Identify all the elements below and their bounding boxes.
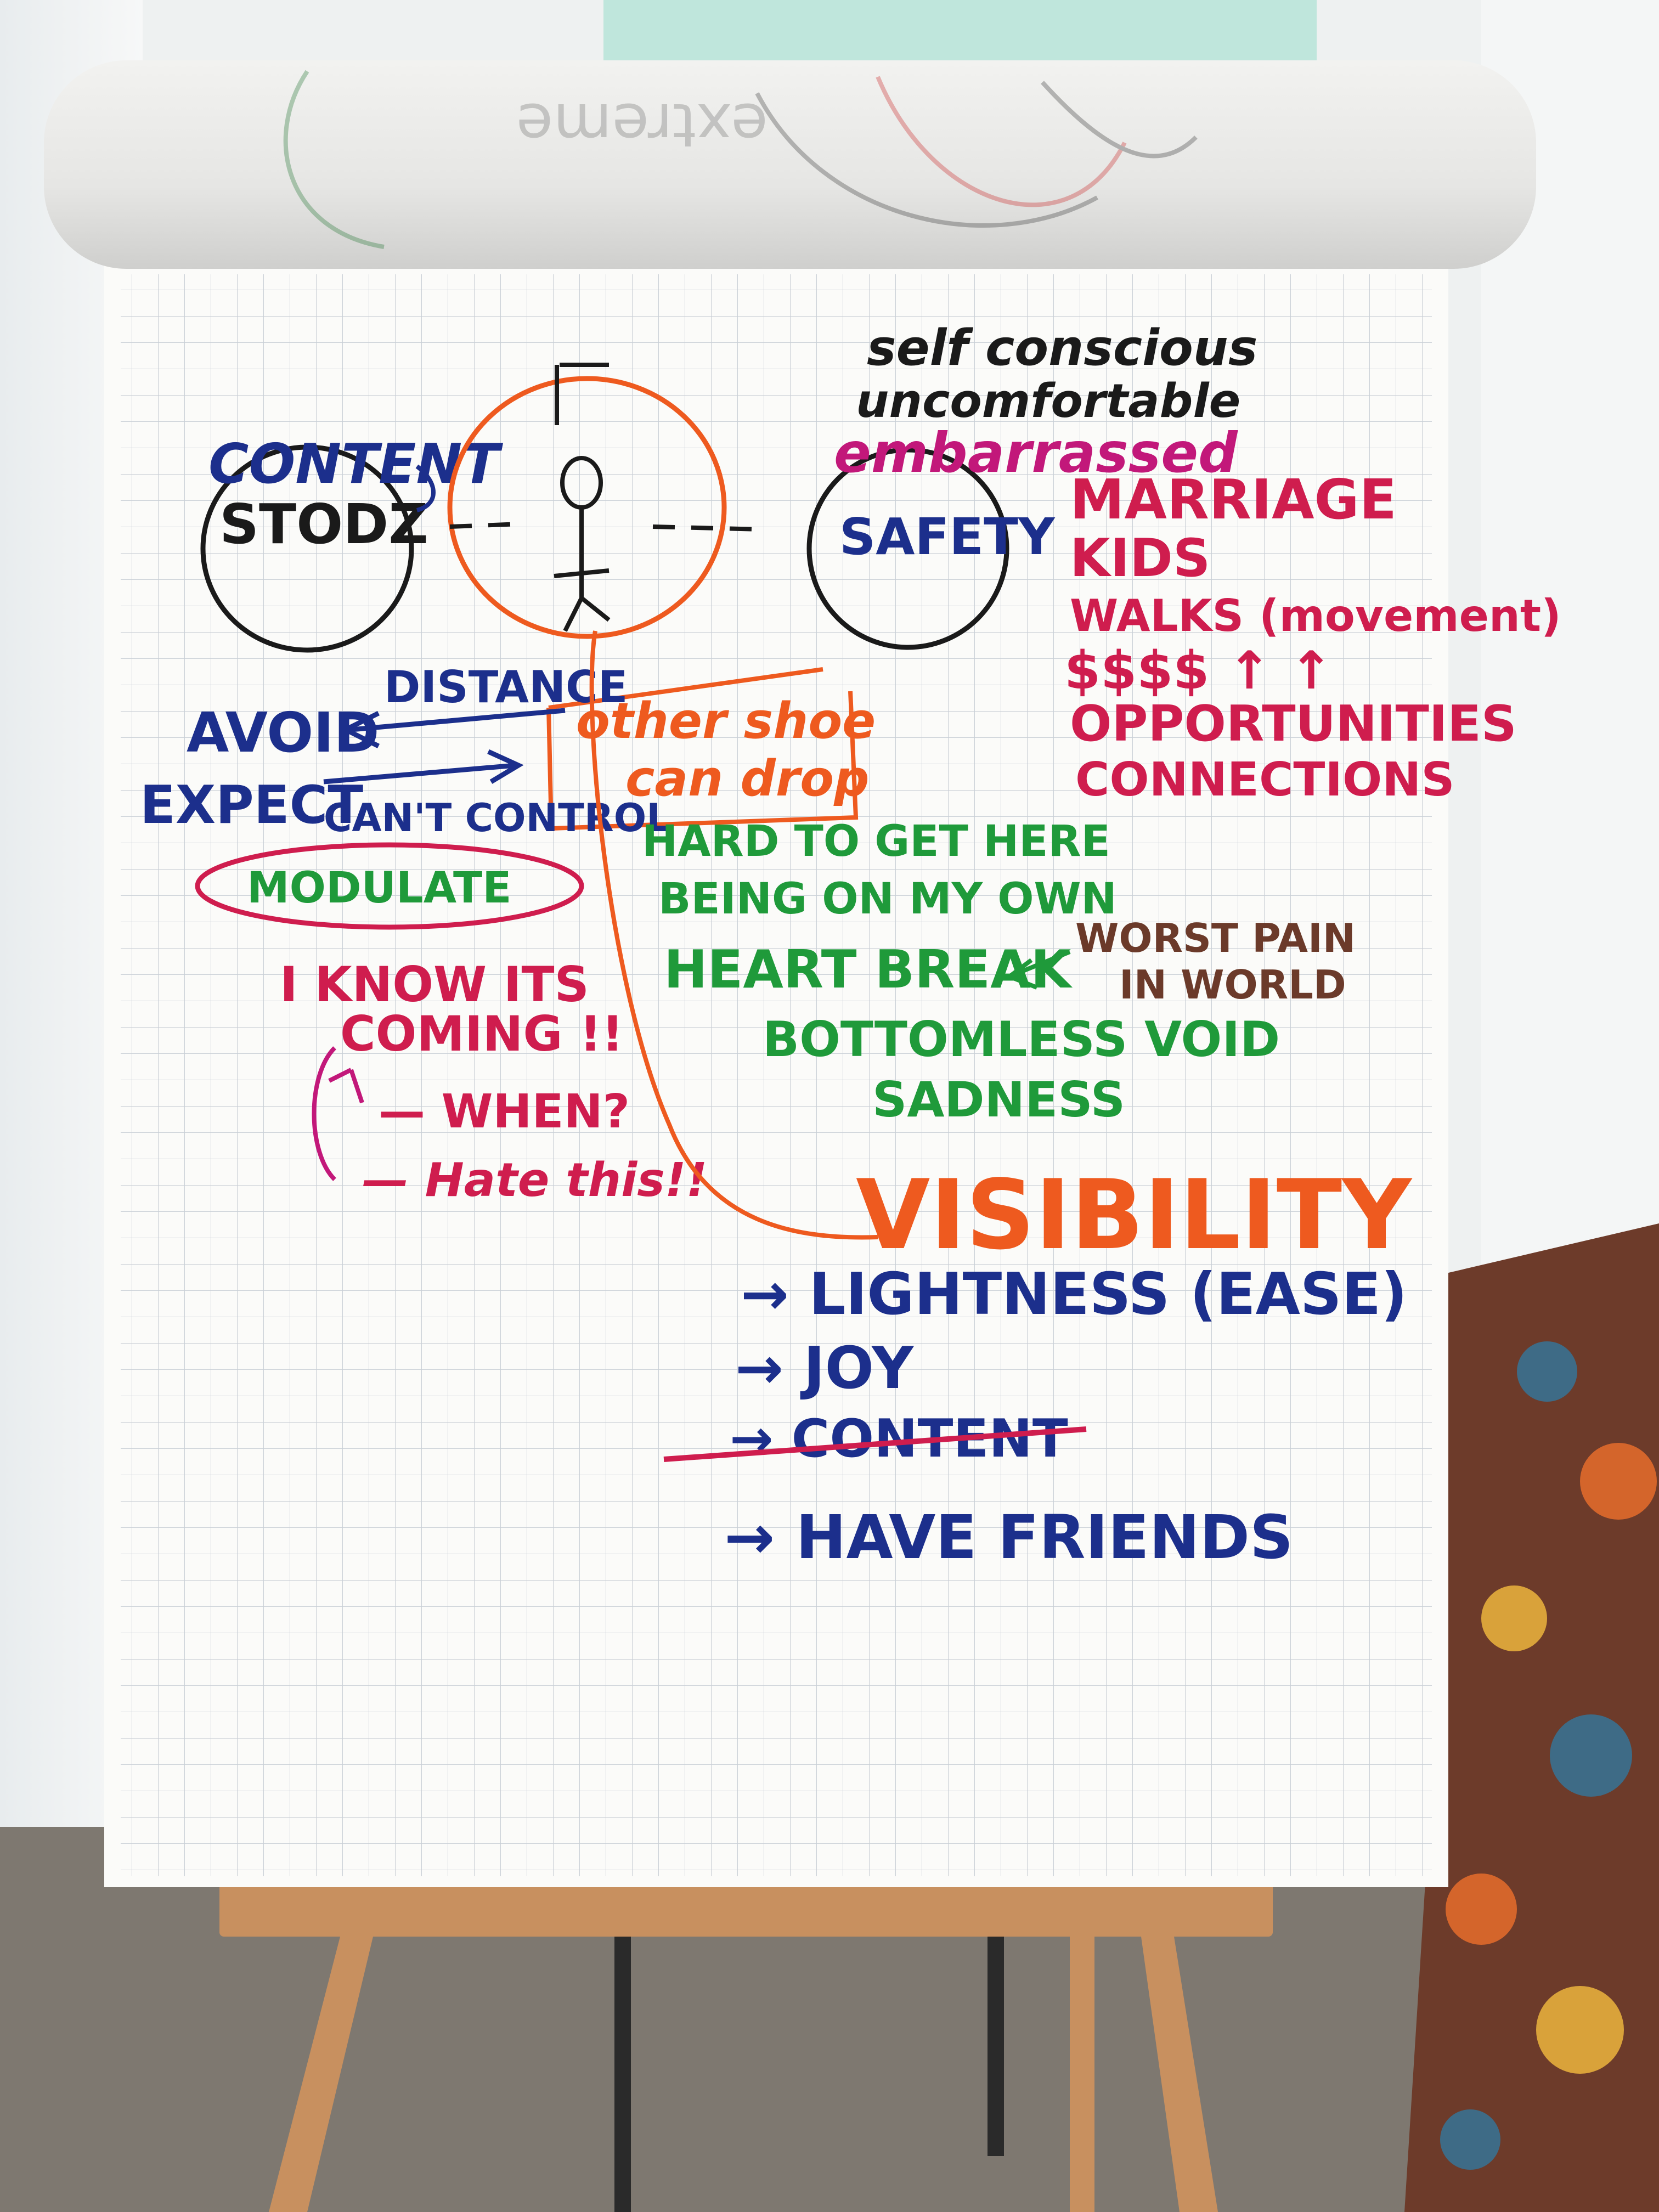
opportunities-text: OPPORTUNITIES — [1070, 695, 1517, 753]
hate-this-text: — Hate this!! — [362, 1153, 707, 1207]
stodz-label: STODZ — [219, 492, 428, 556]
sadness-text: SADNESS — [872, 1071, 1125, 1128]
hard-to-get-text: HARD TO GET HERE — [642, 817, 1110, 866]
roll-ghost-text: extreme — [516, 90, 768, 160]
lightness-text: → LIGHTNESS (EASE) — [741, 1261, 1407, 1328]
heartbreak-text: HEART BREAK — [664, 940, 1073, 1000]
in-world-text: IN WORLD — [1119, 962, 1346, 1008]
modulate-text: MODULATE — [247, 864, 512, 913]
worst-pain-text: WORST PAIN — [1075, 915, 1356, 961]
walks-text: WALKS (movement) — [1070, 590, 1561, 641]
visibility-text: VISIBILITY — [856, 1160, 1413, 1271]
self-conscious-text: self conscious — [867, 319, 1257, 377]
coming-text: COMING !! — [340, 1006, 623, 1062]
marriage-text: MARRIAGE — [1070, 467, 1397, 532]
bottomless-text: BOTTOMLESS VOID — [763, 1011, 1280, 1068]
kids-text: KIDS — [1070, 528, 1210, 589]
joy-text: → JOY — [735, 1335, 915, 1402]
when-text: — WHEN? — [379, 1085, 630, 1139]
paper-roll — [44, 60, 1536, 269]
content-struck-text: → CONTENT — [730, 1409, 1068, 1469]
cant-control-text: CAN'T CONTROL — [324, 795, 671, 840]
connections-text: CONNECTIONS — [1075, 753, 1455, 807]
money-text: $$$$ ↑ ↑ — [1064, 641, 1333, 701]
being-own-text: BEING ON MY OWN — [658, 874, 1117, 924]
i-know-text: I KNOW ITS — [280, 956, 589, 1013]
avoid-text: AVOID — [187, 701, 379, 765]
safety-label: SAFETY — [839, 507, 1056, 566]
have-friends-text: → HAVE FRIENDS — [724, 1502, 1293, 1572]
